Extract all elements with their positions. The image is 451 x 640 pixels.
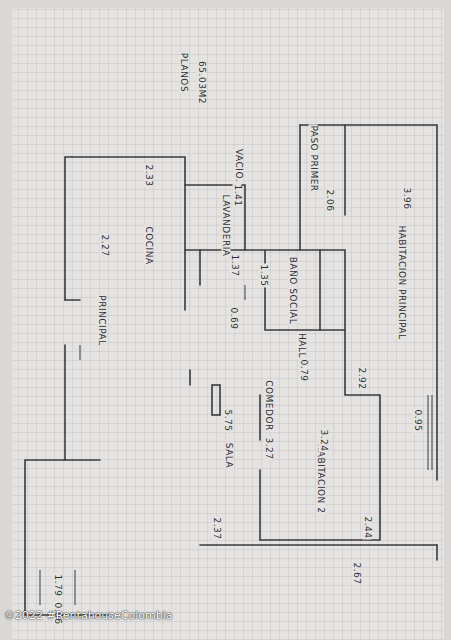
area-value: 65.03M2 [196, 60, 205, 105]
dimension: 2.37 [211, 516, 220, 540]
room-label: HABITACION 2 [317, 442, 326, 514]
dimension: 3.24 [318, 428, 327, 452]
paper-sheet [12, 8, 444, 640]
room-label: BAÑO SOCIAL [288, 255, 297, 324]
plan-title: PLANOS [180, 51, 189, 92]
dimension: 2.67 [351, 561, 360, 585]
room-label: SALA [224, 441, 233, 468]
room-label: LAVANDERIA [221, 193, 230, 257]
room-label: COCINA [143, 225, 152, 265]
dimension: 1.41 [232, 183, 241, 207]
dimension: 5.75 [222, 408, 231, 432]
room-label: HABITACION PRINCIPAL [396, 224, 405, 340]
room-label: PASO PRIMER [309, 124, 318, 192]
dimension: 1.37 [229, 253, 238, 277]
dimension: 0.95 [412, 408, 421, 432]
dimension: 3.27 [263, 436, 272, 460]
door-label: PRINCIPAL [97, 294, 106, 347]
dimension: 1.79 [52, 573, 61, 597]
dimension: 2.44 [362, 515, 371, 539]
dimension-ticks [40, 285, 432, 605]
dimension: 2.27 [99, 233, 108, 257]
room-label: HALL [296, 332, 305, 359]
dimension: 3.96 [401, 186, 410, 210]
dimension: 1.35 [258, 263, 267, 287]
walls [25, 125, 437, 615]
dimension: 2.92 [356, 366, 365, 390]
dimension: 2.06 [324, 188, 333, 212]
dimension: 2.33 [143, 163, 152, 187]
grid-paper [12, 8, 444, 640]
watermark: ©2022 #RentahouseColombia [4, 610, 173, 621]
room-label: VACIO. [234, 147, 243, 182]
dimension: 0.69 [228, 306, 237, 330]
room-label: COMEDOR [264, 379, 273, 432]
dimension: 0.79 [298, 358, 307, 382]
